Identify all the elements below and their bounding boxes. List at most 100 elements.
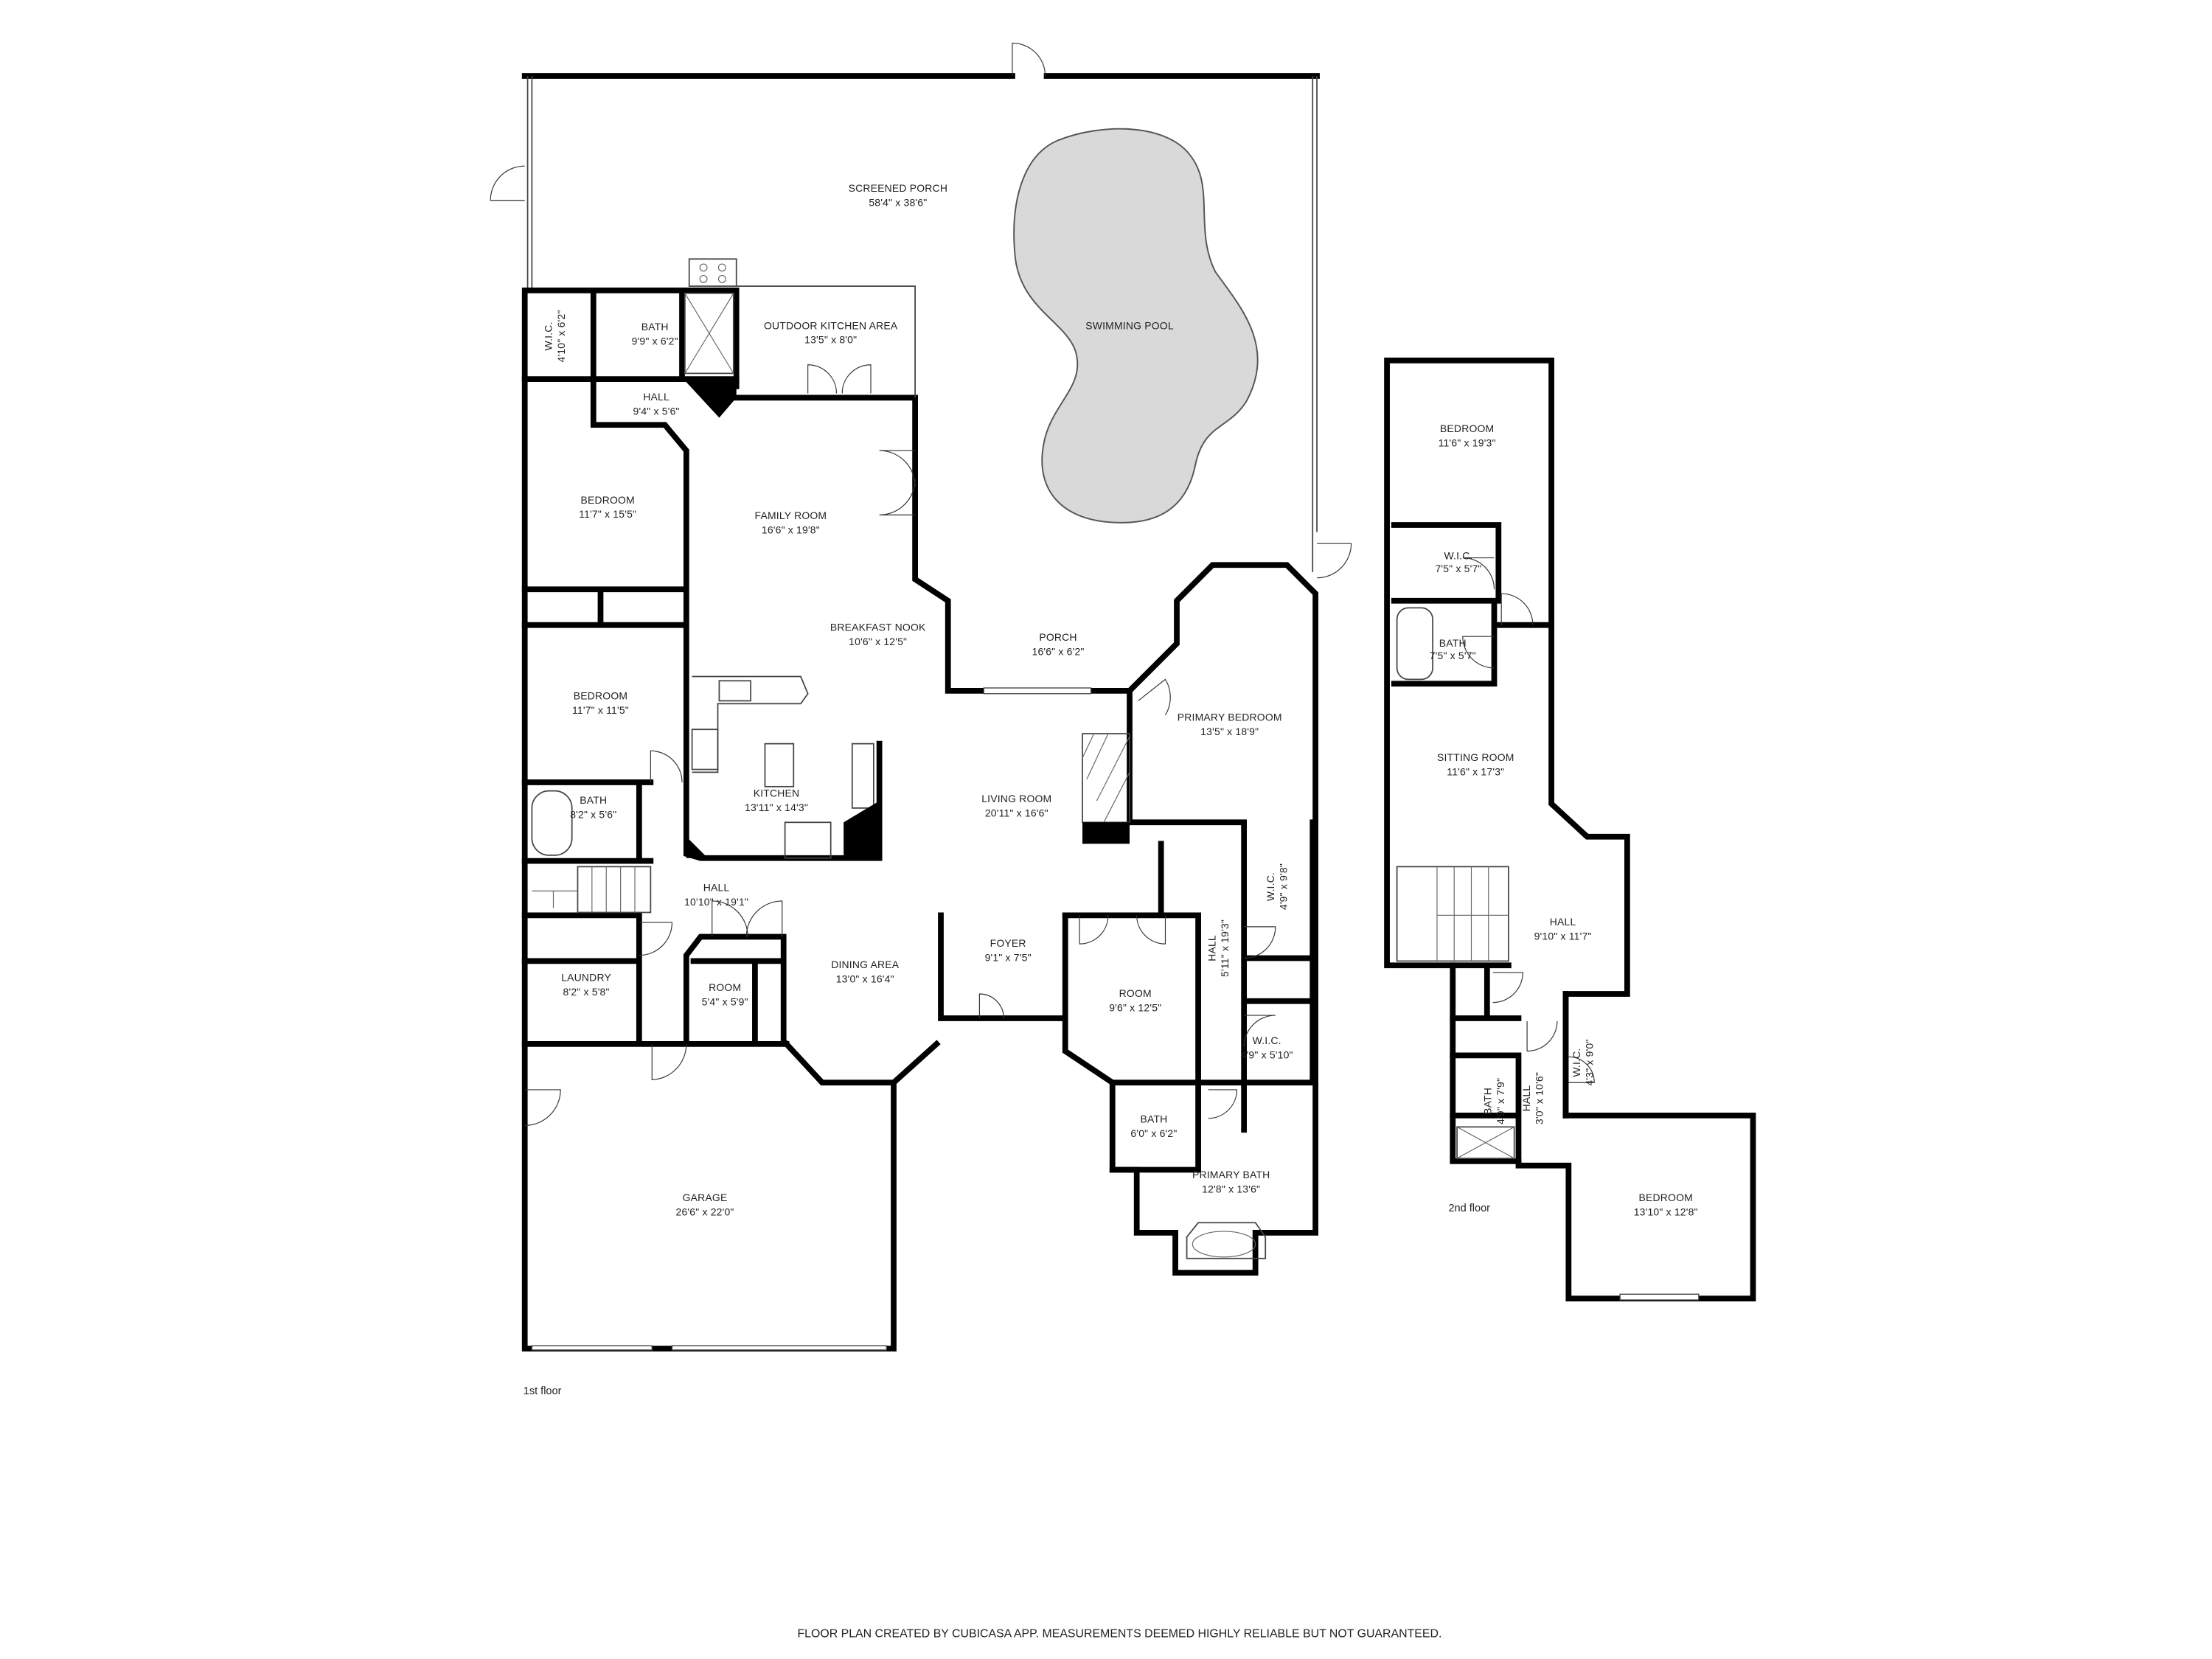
room-name: FAMILY ROOM (755, 509, 827, 521)
room-name: W.I.C. (1265, 872, 1276, 901)
room-size: 11'6" x 17'3" (1447, 765, 1504, 777)
first-floor-plan (490, 42, 1352, 1352)
first-floor-interior-walls (521, 288, 1318, 1173)
room-size: 8'2" x 5'6" (570, 808, 616, 820)
garage-door (671, 1345, 888, 1351)
garage-door (531, 1345, 653, 1351)
room-size: 13'5" x 18'9" (1200, 726, 1259, 737)
bathtub-icon (1396, 607, 1433, 681)
shower-icon (684, 292, 734, 375)
room-name: PRIMARY BEDROOM (1178, 712, 1282, 723)
room-name: KITCHEN (754, 787, 800, 799)
doors-second-floor (1462, 557, 1595, 1083)
room-size: 10'6" x 12'5" (849, 636, 907, 647)
room-size: 13'11" x 14'3" (745, 801, 808, 813)
room-name: GARAGE (683, 1192, 728, 1203)
room-label-bedroom: BEDROOM 11'7" x 15'5" (579, 494, 636, 520)
room-name: ROOM (709, 981, 741, 993)
room-name: BATH (641, 321, 669, 333)
room-label-wic: W.I.C. 7'5" x 5'7" (1435, 549, 1481, 574)
room-label-garage: GARAGE 26'6" x 22'0" (676, 1192, 734, 1217)
room-size: 5'4" x 5'9" (702, 996, 748, 1008)
shower-icon (1456, 1126, 1515, 1159)
room-size: 10'10" x 19'1" (684, 896, 748, 908)
room-name: BATH (1482, 1088, 1494, 1115)
second-floor-plan (1384, 358, 1756, 1301)
room-name: BEDROOM (580, 494, 634, 506)
room-name: DINING AREA (831, 959, 900, 970)
room-name: HALL (1550, 916, 1576, 928)
room-size: 4'9" x 9'8" (1277, 863, 1289, 910)
room-name: BEDROOM (1440, 422, 1494, 434)
room-size: 16'6" x 19'8" (762, 524, 820, 536)
room-name: BATH (580, 794, 607, 806)
room-size: 20'11" x 16'6" (985, 807, 1048, 819)
room-name: W.I.C. (1253, 1034, 1281, 1046)
room-size: 16'6" x 6'2" (1032, 645, 1084, 657)
room-name: HALL (643, 391, 669, 403)
room-label-room: ROOM 9'6" x 12'5" (1109, 987, 1161, 1013)
room-size: 9'6" x 12'5" (1109, 1001, 1161, 1013)
room-label-wic: W.I.C.4'9" x 5'10" (1241, 1034, 1293, 1060)
room-size: 26'6" x 22'0" (676, 1206, 734, 1218)
room-size: 4'10" x 6'2" (555, 310, 567, 362)
room-size: 3'0" x 10'6" (1533, 1072, 1545, 1124)
room-size: 11'7" x 15'5" (579, 508, 636, 520)
room-name: LAUNDRY (561, 972, 611, 984)
room-size: 6'0" x 6'2" (1130, 1127, 1177, 1139)
room-size: 8'2" x 5'8" (563, 986, 610, 998)
room-label-wic: W.I.C.4'9" x 9'8" (1265, 863, 1289, 910)
room-label-wic: W.I.C.4'3" x 9'0" (1571, 1040, 1595, 1086)
stairs-first-floor (532, 866, 652, 914)
floor-label-first: 1st floor (524, 1385, 562, 1397)
room-label-bedroom: BEDROOM 13'10" x 12'8" (1634, 1192, 1698, 1217)
room-name: PRIMARY BATH (1192, 1169, 1270, 1180)
doors-first-floor (524, 364, 1276, 1127)
room-size: 13'10" x 12'8" (1634, 1206, 1698, 1218)
room-size: 4'9" x 7'9" (1495, 1078, 1506, 1124)
porch-window (983, 687, 1092, 695)
stairs-second-floor (1396, 866, 1509, 962)
room-name: FOYER (990, 937, 1026, 949)
room-name: ROOM (1119, 987, 1152, 999)
room-size: 5'11" x 19'3" (1219, 919, 1231, 977)
room-label-family-room: FAMILY ROOM 16'6" x 19'8" (755, 509, 827, 535)
room-label-foyer: FOYER 9'1" x 7'5" (985, 937, 1032, 963)
room-name: SITTING ROOM (1437, 751, 1514, 763)
room-name: W.I.C. (1444, 549, 1472, 561)
room-name: SWIMMING POOL (1085, 319, 1174, 331)
room-size: 12'8" x 13'6" (1202, 1183, 1260, 1195)
wall-wedge (683, 379, 737, 418)
room-label-sitting-room: SITTING ROOM 11'6" x 17'3" (1437, 751, 1514, 777)
room-size: 7'5" x 5'7" (1430, 650, 1476, 661)
room-name: SCREENED PORCH (849, 182, 948, 194)
room-size: 9'1" x 7'5" (985, 951, 1032, 963)
primary-bathtub-icon (1186, 1222, 1267, 1259)
room-label-bath: BATH 8'2" x 5'6" (570, 794, 616, 820)
room-label-swimming-pool: SWIMMING POOL (1085, 319, 1174, 331)
room-size: 7'5" x 5'7" (1435, 563, 1481, 574)
fireplace-icon (1082, 733, 1130, 844)
room-size: 11'7" x 11'5" (572, 704, 629, 716)
room-label-wic: W.I.C.4'10" x 6'2" (543, 310, 567, 362)
room-size: 13'5" x 8'0" (804, 334, 857, 346)
room-name: BATH (1439, 637, 1467, 649)
room-name: BEDROOM (1638, 1192, 1692, 1203)
swimming-pool-shape (1013, 128, 1259, 524)
